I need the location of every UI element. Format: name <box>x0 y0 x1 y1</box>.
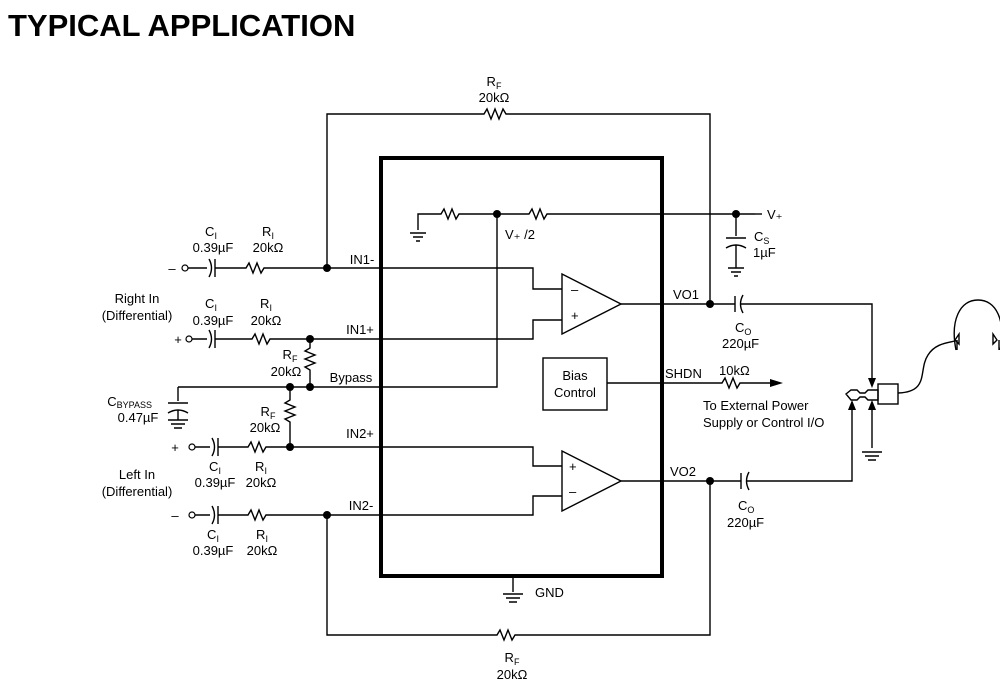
rf-top-feedback: RF 20kΩ <box>326 74 711 302</box>
ci2-value: 0.39µF <box>193 313 234 328</box>
opamp-2: + – VO2 <box>381 446 741 516</box>
in1m-polarity: – <box>168 261 176 276</box>
pin-in2p: IN2+ <box>346 426 374 441</box>
junction-dot <box>286 443 294 451</box>
junction-dot <box>306 383 314 391</box>
ci3-value: 0.39µF <box>195 475 236 490</box>
headphones-icon <box>897 299 1000 394</box>
rf-mid1-label: RF <box>283 347 298 364</box>
bias-control-block: Bias Control SHDN 10kΩ To External Power… <box>542 357 824 430</box>
supply-net: V₊ CS 1µF <box>725 207 783 277</box>
rf-mid1-value: 20kΩ <box>271 364 302 379</box>
ci4-value: 0.39µF <box>193 543 234 558</box>
input-in1-minus: – CI 0.39µF RI 20kΩ IN1- <box>168 224 381 278</box>
input-in2-plus: + CI 0.39µF RI 20kΩ IN2+ <box>171 426 381 490</box>
right-in-label: Right In <box>115 291 160 306</box>
in1p-terminal <box>185 335 193 343</box>
ri4-value: 20kΩ <box>247 543 278 558</box>
junction-dot <box>706 477 714 485</box>
pin-in1m: IN1- <box>350 252 375 267</box>
vplus-half-label: V₊ /2 <box>505 227 535 242</box>
ci1-value: 0.39µF <box>193 240 234 255</box>
junction-dot <box>323 511 331 519</box>
r-shdn-value: 10kΩ <box>719 363 750 378</box>
left-in-label: Left In <box>119 467 155 482</box>
junction-dot <box>323 264 331 272</box>
co2: CO 220µF <box>727 400 856 530</box>
ri3-label: RI <box>255 459 267 476</box>
ci4-label: CI <box>207 527 219 544</box>
input-in1-plus: + CI 0.39µF RI 20kΩ IN1+ <box>174 296 381 349</box>
pin-shdn: SHDN <box>665 366 702 381</box>
rf-bottom-label: RF <box>505 650 520 667</box>
opamp2-plus: + <box>569 459 577 474</box>
rf-mid2-label: RF <box>261 404 276 421</box>
page-title: TYPICAL APPLICATION <box>8 8 356 43</box>
external-label-2: Supply or Control I/O <box>703 415 824 430</box>
pin-bypass: Bypass <box>330 370 373 385</box>
bias-label: Bias <box>562 368 588 383</box>
co1-value: 220µF <box>722 336 759 351</box>
cbypass-label: CBYPASS <box>107 394 152 410</box>
cs-value: 1µF <box>753 245 776 260</box>
cs-label: CS <box>754 229 769 246</box>
internal-divider: V₊ /2 <box>381 207 755 388</box>
bypass-net: CBYPASS 0.47µF Bypass <box>107 370 381 429</box>
in2m-polarity: – <box>171 508 179 523</box>
ri2-value: 20kΩ <box>251 313 282 328</box>
in1p-polarity: + <box>174 332 182 347</box>
vplus-label: V₊ <box>767 207 783 222</box>
pin-in2m: IN2- <box>349 498 374 513</box>
co1-label: CO <box>735 320 751 337</box>
co1: CO 220µF <box>722 294 876 388</box>
co2-label: CO <box>738 498 754 515</box>
right-in-differential: (Differential) <box>102 308 173 323</box>
rf-top-value: 20kΩ <box>479 90 510 105</box>
in2p-terminal <box>188 443 196 451</box>
opamp1-minus: – <box>571 282 579 297</box>
pin-in1p: IN1+ <box>346 322 374 337</box>
headphone-jack <box>845 383 899 461</box>
gnd-pin: GND <box>503 576 564 603</box>
external-label-1: To External Power <box>703 398 809 413</box>
in2m-terminal <box>188 511 196 519</box>
opamp2-minus: – <box>569 484 577 499</box>
ri4-label: RI <box>256 527 268 544</box>
rf-mid2: RF 20kΩ <box>250 387 297 447</box>
co2-value: 220µF <box>727 515 764 530</box>
opamp-1: – + VO1 <box>381 267 735 340</box>
rf-mid2-value: 20kΩ <box>250 420 281 435</box>
junction-dot <box>706 300 714 308</box>
ri1-value: 20kΩ <box>253 240 284 255</box>
rf-top-label: RF <box>487 74 502 91</box>
rf-bottom-value: 20kΩ <box>497 667 528 682</box>
ri3-value: 20kΩ <box>246 475 277 490</box>
opamp1-plus: + <box>571 308 579 323</box>
in2p-polarity: + <box>171 440 179 455</box>
cbypass-value: 0.47µF <box>118 410 159 425</box>
rf-mid1: RF 20kΩ <box>271 339 317 387</box>
control-label: Control <box>554 385 596 400</box>
pin-vo1: VO1 <box>673 287 699 302</box>
ic-package <box>379 156 664 578</box>
ci3-label: CI <box>209 459 221 476</box>
ci2-label: CI <box>205 296 217 313</box>
ci1-label: CI <box>205 224 217 241</box>
pin-vo2: VO2 <box>670 464 696 479</box>
left-in-differential: (Differential) <box>102 484 173 499</box>
input-in2-minus: – CI 0.39µF RI 20kΩ IN2- <box>171 498 381 558</box>
in1m-terminal <box>181 264 189 272</box>
ri2-label: RI <box>260 296 272 313</box>
gnd-label: GND <box>535 585 564 600</box>
ri1-label: RI <box>262 224 274 241</box>
rf-bottom-feedback: RF 20kΩ <box>326 480 711 682</box>
